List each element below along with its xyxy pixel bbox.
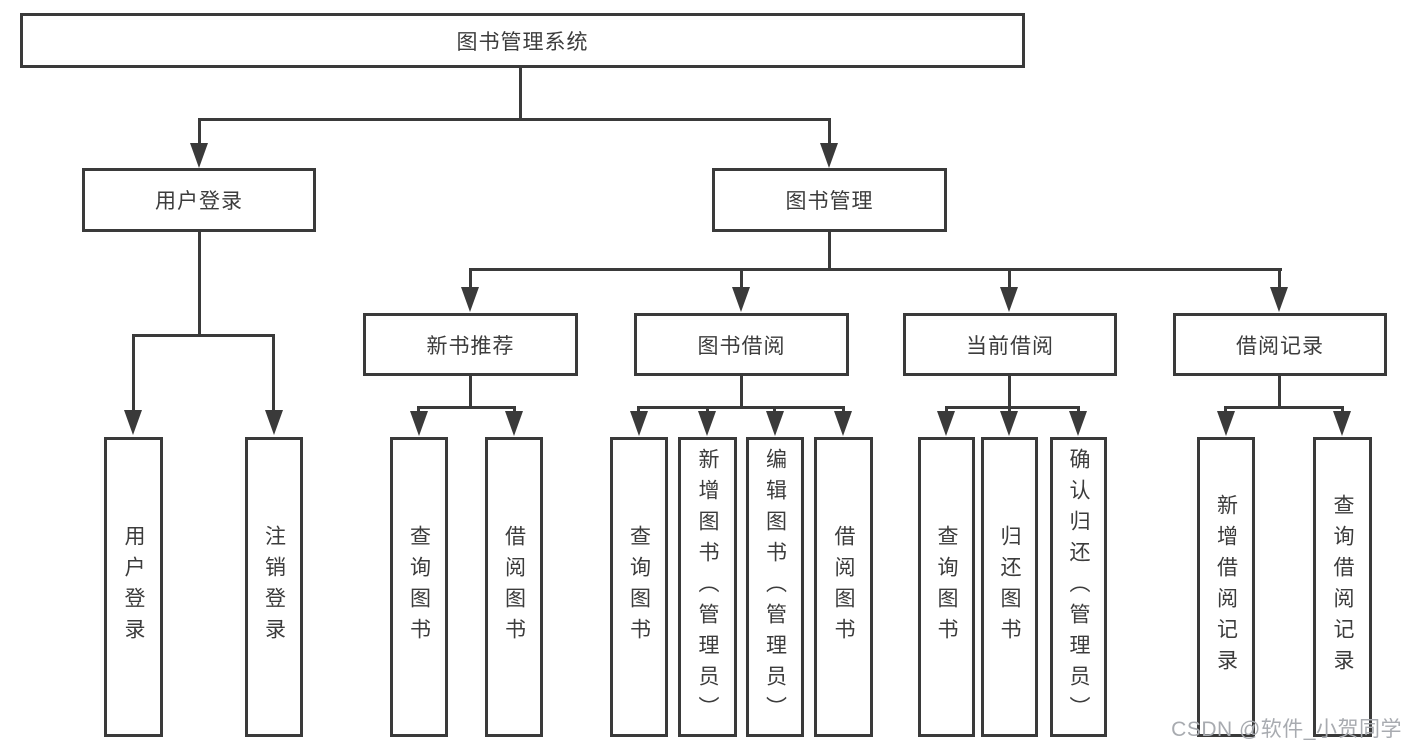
leaf-borrow-query-books: 查询图书 xyxy=(610,437,668,737)
arrow-down-icon xyxy=(1270,287,1288,312)
connector-recommend-rail xyxy=(417,406,516,409)
arrow-down-icon xyxy=(265,410,283,435)
node-new-book-recommendation: 新书推荐 xyxy=(363,313,578,376)
connector-recommend-stem xyxy=(469,376,472,409)
connector-user-login-drop xyxy=(198,118,201,146)
arrow-down-icon xyxy=(766,411,784,436)
leaf-recommend-query-books: 查询图书 xyxy=(390,437,448,737)
leaf-edit-books-admin: 编辑图书（管理员） xyxy=(746,437,804,737)
connector-level3-drop xyxy=(740,268,743,290)
connector-borrow-rail xyxy=(637,406,845,409)
arrow-down-icon xyxy=(461,287,479,312)
node-book-borrowing: 图书借阅 xyxy=(634,313,849,376)
leaf-confirm-return-admin: 确认归还（管理员） xyxy=(1050,437,1107,737)
arrow-down-icon xyxy=(698,411,716,436)
arrow-down-icon xyxy=(937,411,955,436)
arrow-down-icon xyxy=(1000,287,1018,312)
arrow-down-icon xyxy=(1217,411,1235,436)
connector-records-stem xyxy=(1278,376,1281,409)
arrow-down-icon xyxy=(505,411,523,436)
arrow-down-icon xyxy=(190,143,208,168)
node-user-login: 用户登录 xyxy=(82,168,316,232)
connector-leaf-drop xyxy=(272,334,275,414)
connector-user-login-rail xyxy=(132,334,275,337)
arrow-down-icon xyxy=(834,411,852,436)
leaf-return-books: 归还图书 xyxy=(981,437,1038,737)
connector-current-stem xyxy=(1008,376,1011,409)
leaf-recommend-borrow-books: 借阅图书 xyxy=(485,437,543,737)
arrow-down-icon xyxy=(820,143,838,168)
leaf-add-borrow-record: 新增借阅记录 xyxy=(1197,437,1255,737)
connector-level3-drop xyxy=(1278,268,1281,290)
connector-records-rail xyxy=(1224,406,1344,409)
node-current-borrowing: 当前借阅 xyxy=(903,313,1117,376)
leaf-current-query-books: 查询图书 xyxy=(918,437,975,737)
connector-current-rail xyxy=(945,406,1080,409)
connector-user-login-stem xyxy=(198,232,201,336)
csdn-watermark: CSDN @软件_小贺同学 xyxy=(1171,718,1402,741)
leaf-query-borrow-record: 查询借阅记录 xyxy=(1313,437,1372,737)
connector-level3-drop xyxy=(469,268,472,290)
arrow-down-icon xyxy=(410,411,428,436)
arrow-down-icon xyxy=(124,410,142,435)
connector-leaf-drop xyxy=(132,334,135,414)
connector-book-mgmt-drop xyxy=(828,118,831,146)
arrow-down-icon xyxy=(1000,411,1018,436)
connector-level2-rail xyxy=(198,118,831,121)
leaf-borrow-books: 借阅图书 xyxy=(814,437,873,737)
leaf-add-books-admin: 新增图书（管理员） xyxy=(678,437,737,737)
node-library-management-system: 图书管理系统 xyxy=(20,13,1025,68)
connector-book-mgmt-stem xyxy=(828,232,831,271)
arrow-down-icon xyxy=(1333,411,1351,436)
connector-borrow-stem xyxy=(740,376,743,409)
connector-level3-rail xyxy=(469,268,1282,271)
leaf-user-login: 用户登录 xyxy=(104,437,163,737)
arrow-down-icon xyxy=(630,411,648,436)
leaf-logout: 注销登录 xyxy=(245,437,303,737)
connector-level3-drop xyxy=(1008,268,1011,290)
arrow-down-icon xyxy=(1069,411,1087,436)
node-borrowing-records: 借阅记录 xyxy=(1173,313,1387,376)
connector-root-stem xyxy=(519,68,522,120)
node-book-management: 图书管理 xyxy=(712,168,947,232)
arrow-down-icon xyxy=(732,287,750,312)
